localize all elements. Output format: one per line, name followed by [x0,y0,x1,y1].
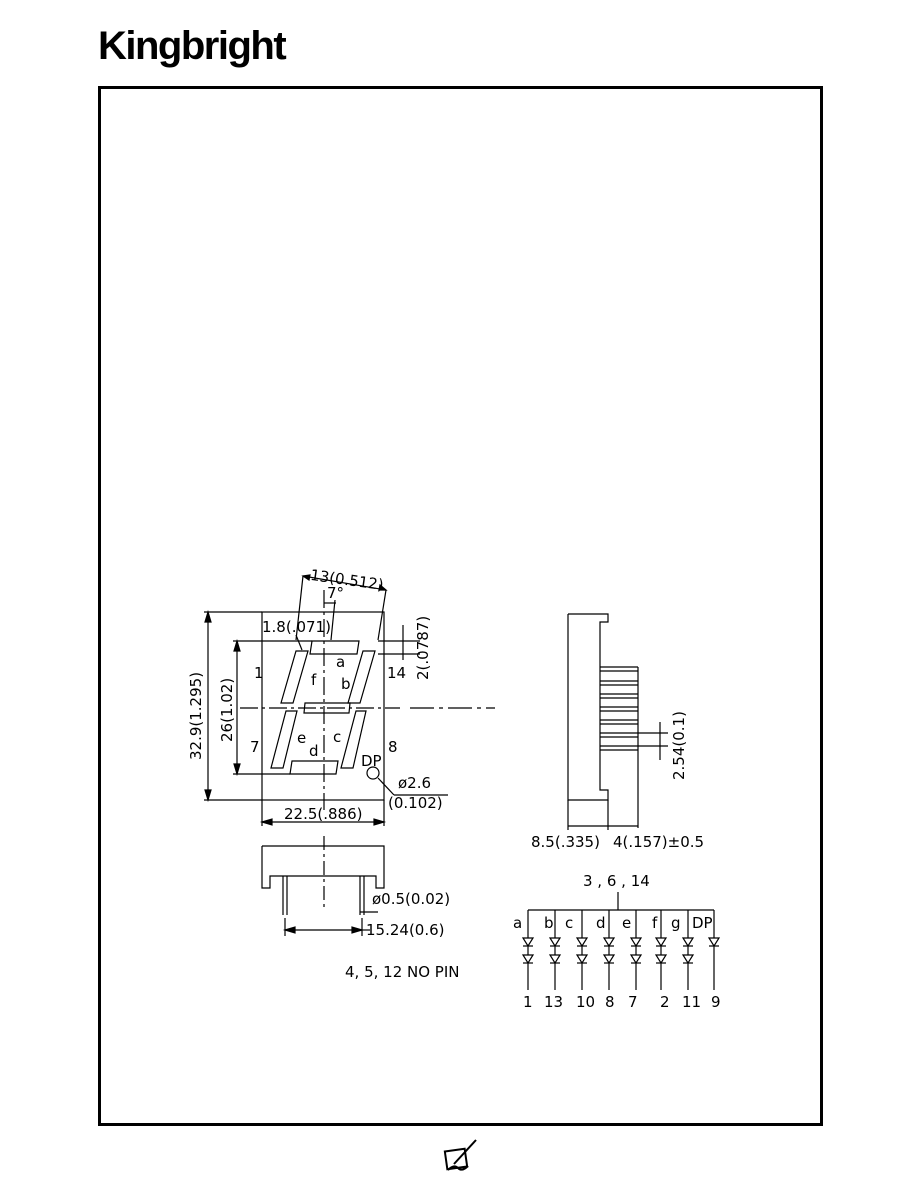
schematic-pin-9: 9 [711,993,721,1011]
no-pin-note: 4, 5, 12 NO PIN [345,963,460,981]
schematic-segment-f: f [652,914,658,932]
schematic-segment-dp: DP [692,914,713,932]
segment-label-f: f [311,671,317,689]
schematic-segment-g: g [671,914,681,932]
segment-f [280,650,309,704]
pin-label-bottom-right: 8 [388,738,398,756]
schematic-segment-e: e [622,914,631,932]
schematic-pin-11: 11 [682,993,701,1011]
side-view-body [567,613,609,801]
decimal-point [366,766,380,780]
dim-digit-height-label: 26(1.02) [218,678,236,742]
dp-dia-label: ø2.6 [398,774,431,792]
segment-e [270,710,298,769]
schematic-pin-7: 7 [628,993,638,1011]
pen-signature-icon [443,1139,477,1171]
segment-c [340,710,367,769]
display-body-outline [261,611,385,801]
schematic-segment-a: a [513,914,522,932]
dim-segment-width-label: 1.8(.071) [262,618,331,636]
dim-height-label: 32.9(1.295) [187,672,205,760]
segment-label-c: c [333,728,341,746]
pin-label-bottom-left: 7 [250,738,260,756]
segment-g [303,702,351,714]
segment-label-a: a [336,653,345,671]
dim-width-label: 22.5(.886) [284,805,363,823]
schematic-common-pins: 3 , 6 , 14 [583,872,650,890]
dp-dia-inch-label: (0.102) [388,794,443,812]
dim-depth-label: 8.5(.335) [531,833,600,851]
schematic-pin-1: 1 [523,993,533,1011]
schematic-segment-b: b [544,914,554,932]
dim-top-label: 13(0.512) [309,566,385,594]
pin-label-top-right: 14 [387,664,406,682]
bottom-view-body [261,845,385,889]
schematic-pin-2: 2 [660,993,670,1011]
schematic-pin-8: 8 [605,993,615,1011]
segment-label-b: b [341,675,351,693]
segment-a [309,640,360,655]
pin-label-top-left: 1 [254,664,264,682]
drawing-frame [98,86,823,1126]
dim-segment-gap-label: 2(.0787) [414,616,432,680]
schematic-segment-d: d [596,914,606,932]
kingbright-logo: Kingbright [98,24,287,68]
schematic-segment-c: c [565,914,573,932]
segment-d [289,760,339,775]
schematic-pin-10: 10 [576,993,595,1011]
segment-label-e: e [297,729,306,747]
schematic-pin-13: 13 [544,993,563,1011]
dim-pitch-label: 2.54(0.1) [670,711,688,780]
segment-label-dp: DP [361,752,382,770]
side-view-pins [600,666,639,828]
dim-pin-dia-label: ø0.5(0.02) [372,890,450,908]
dim-row-spacing-label: 15.24(0.6) [366,921,445,939]
segment-b [347,650,376,704]
angle-label: 7° [327,584,344,602]
dim-pin-length-label: 4(.157)±0.5 [613,833,704,851]
schematic-diodes [521,910,721,990]
segment-label-d: d [309,742,319,760]
